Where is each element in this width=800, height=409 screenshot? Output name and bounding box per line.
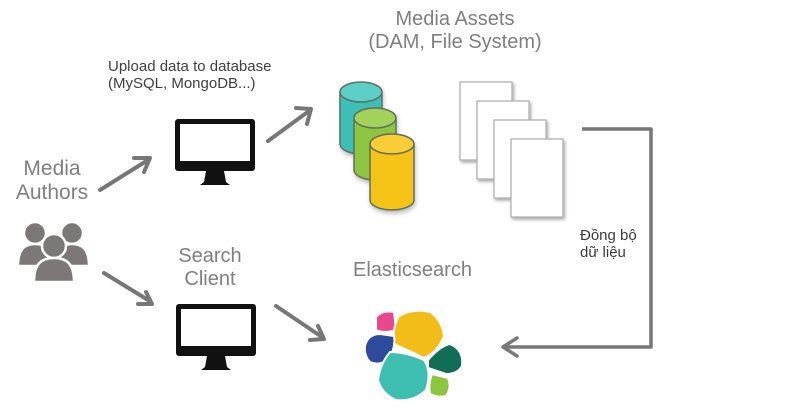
search-client-label-line1: Search [178, 245, 242, 267]
upload-label-line1: Upload data to database [108, 58, 272, 75]
upload-label-line2: (MySQL, MongoDB...) [108, 75, 256, 93]
search-monitor-icon [176, 304, 256, 370]
media-assets-label-line2: (DAM, File System) [368, 31, 542, 53]
es-teal-cell [376, 350, 430, 402]
media-assets-label-line1: Media Assets [395, 8, 515, 30]
sync-label-line2: dữ liệu [580, 244, 626, 262]
es-darkgreen-cell [427, 342, 464, 376]
arrow-search-to-elasticsearch [274, 304, 326, 342]
arrow-authors-to-upload [98, 156, 152, 192]
document-4 [510, 138, 564, 218]
arrow-upload-to-db [266, 106, 313, 143]
upload-label: Upload data to database (MySQL, MongoDB.… [108, 58, 271, 93]
arrow-authors-to-search [102, 271, 154, 306]
elasticsearch-label: Elasticsearch [353, 259, 472, 281]
search-client-label: Search Client [165, 245, 255, 291]
sync-label: Đồng bộ dữ liệu [580, 227, 637, 262]
es-lime-cell [428, 372, 451, 398]
media-authors-label-line2: Authors [15, 181, 89, 205]
database-yellow [369, 143, 415, 211]
media-authors-label-line1: Media [23, 157, 81, 180]
media-assets-label: Media Assets (DAM, File System) [355, 8, 555, 54]
sync-label-line1: Đồng bộ [580, 227, 637, 244]
upload-monitor-icon [175, 119, 255, 185]
document-stack-icon [459, 81, 564, 218]
arrow-sync-assets-to-elasticsearch [501, 127, 653, 358]
search-client-label-line2: Client [184, 268, 236, 290]
elasticsearch-logo-icon [363, 309, 464, 402]
database-stack-icon [339, 81, 415, 211]
users-group-icon [16, 220, 91, 284]
media-authors-label: Media Authors [6, 157, 98, 205]
